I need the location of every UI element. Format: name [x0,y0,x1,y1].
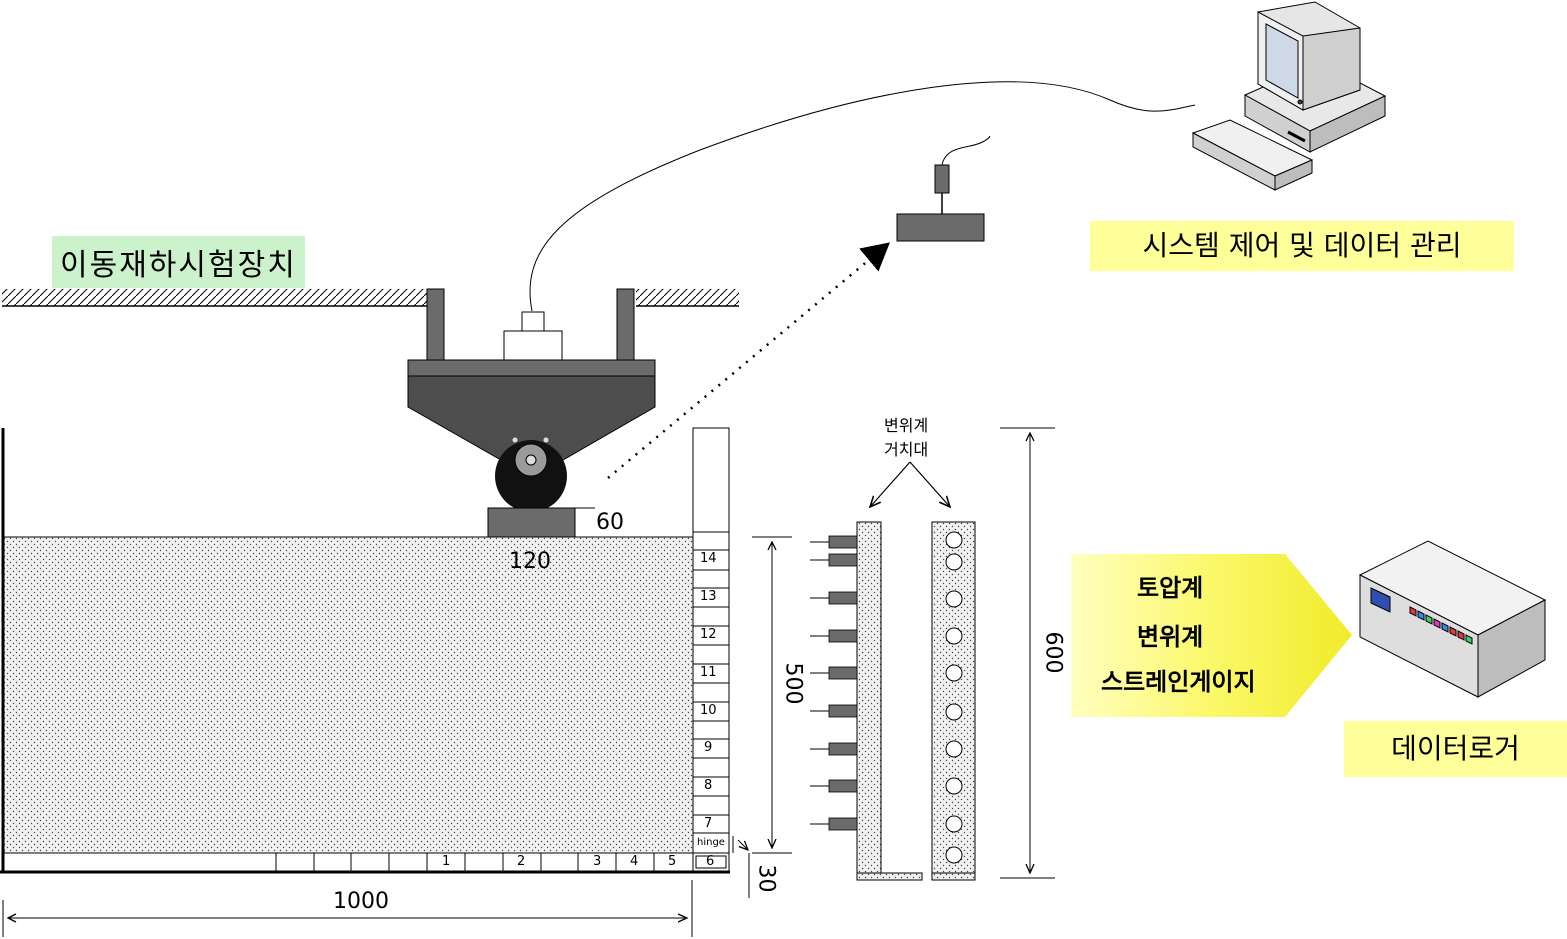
base-panel-4: 4 [630,854,639,869]
tank-length-value: 1000 [333,889,389,914]
wheel-icon [495,437,567,512]
block-width-dimension: 120 [509,549,551,574]
loading-apparatus [407,81,1196,512]
tank-length-dimension [2,880,693,937]
system-control-label: 시스템 제어 및 데이터 관리 [1090,221,1514,271]
sensor-arrow [1071,554,1352,717]
wall-panel-13: 13 [700,589,717,604]
hinge-gap-marker [732,836,750,898]
base-panel-5: 5 [668,854,677,869]
base-panel-3: 3 [593,854,602,869]
displacement-sensor-icon [896,135,991,242]
hinge-gap-value: 30 [753,864,779,893]
computer-icon [1191,1,1387,191]
sensor-stand-left [810,521,923,881]
wall-height-dimension [1000,427,1055,879]
wall-panel-12: 12 [700,627,717,642]
sensor-strain-gauge: 스트레인게이지 [1101,668,1256,696]
base-panel-1: 1 [442,854,451,869]
ground-hatch [2,289,739,307]
sensor-stand-right [931,521,976,881]
base-panel-6: 6 [706,854,715,869]
stand-label-arrows [870,461,950,507]
wall-panel-10: 10 [700,703,717,718]
datalogger-icon [1358,540,1547,698]
sensor-earth-pressure: 토압계 [1137,574,1204,602]
wall-panel-9: 9 [704,740,713,755]
sensor-displacement: 변위계 [1137,623,1204,651]
wall-panel-8: 8 [704,778,713,793]
wall-panel-11: 11 [700,665,717,680]
soil-depth-value: 500 [780,662,806,705]
block-height-dimension: 60 [596,510,624,535]
soil-depth-dimension [752,536,792,854]
hinge-label: hinge [697,837,725,848]
base-panel-2: 2 [517,854,526,869]
wall-panel-14: 14 [700,551,717,566]
wall-panel-7: 7 [704,816,713,831]
wall-height-value: 600 [1040,631,1066,674]
apparatus-label: 이동재하시험장치 [52,236,305,288]
stand-label-line2: 거치대 [884,440,929,459]
loading-block [487,507,576,538]
datalogger-label: 데이터로거 [1344,721,1567,777]
stand-label-line1: 변위계 [884,416,929,435]
soil-tank [0,427,730,874]
